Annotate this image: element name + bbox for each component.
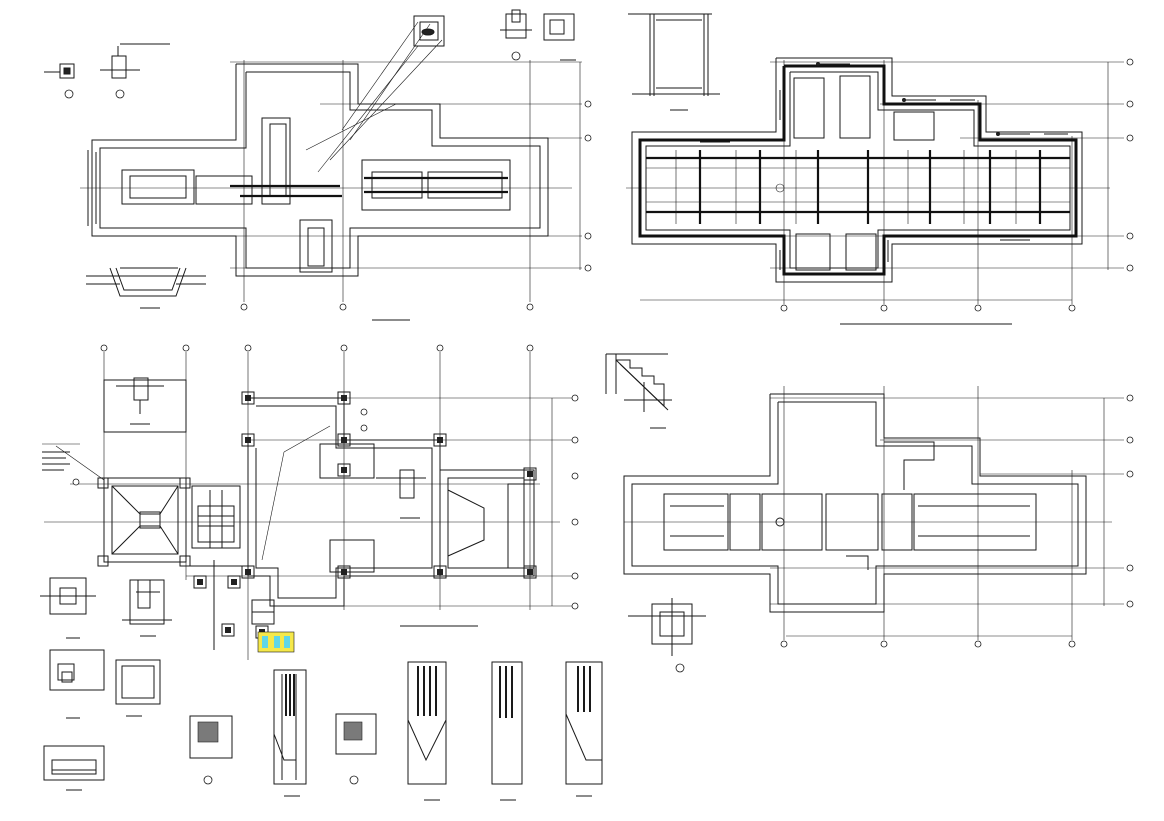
- grid-bubbles: [780, 58, 1134, 312]
- note-block: [42, 451, 70, 471]
- grid-bubbles: [780, 394, 1134, 648]
- highlighted-element: [257, 631, 295, 653]
- column-detail-small: [116, 377, 164, 425]
- beam-layout-plan-top-right: [626, 57, 1134, 325]
- column-footing-details: [40, 577, 377, 791]
- beam-section-details: [273, 661, 603, 801]
- small-detail-top: [500, 9, 576, 61]
- floor-plan-bottom-right: [623, 386, 1134, 648]
- rebar-marks: [700, 62, 1068, 270]
- grid-bubbles: [240, 100, 592, 311]
- pit-detail-top: [413, 15, 445, 47]
- staircase-section-detail: [605, 353, 672, 429]
- stair-area: [186, 485, 275, 650]
- footing-section-detail: [86, 267, 206, 309]
- grid-bubbles: [72, 344, 579, 610]
- foundation-plan-top-left: [44, 9, 592, 321]
- pedestal-detail: [376, 469, 426, 519]
- frame-elevation-detail: [628, 13, 720, 111]
- columns: [97, 391, 537, 639]
- small-column-details: [44, 43, 170, 99]
- footing-plan-detail-right: [628, 598, 706, 673]
- column-layout-plan-bottom-left: [42, 344, 579, 660]
